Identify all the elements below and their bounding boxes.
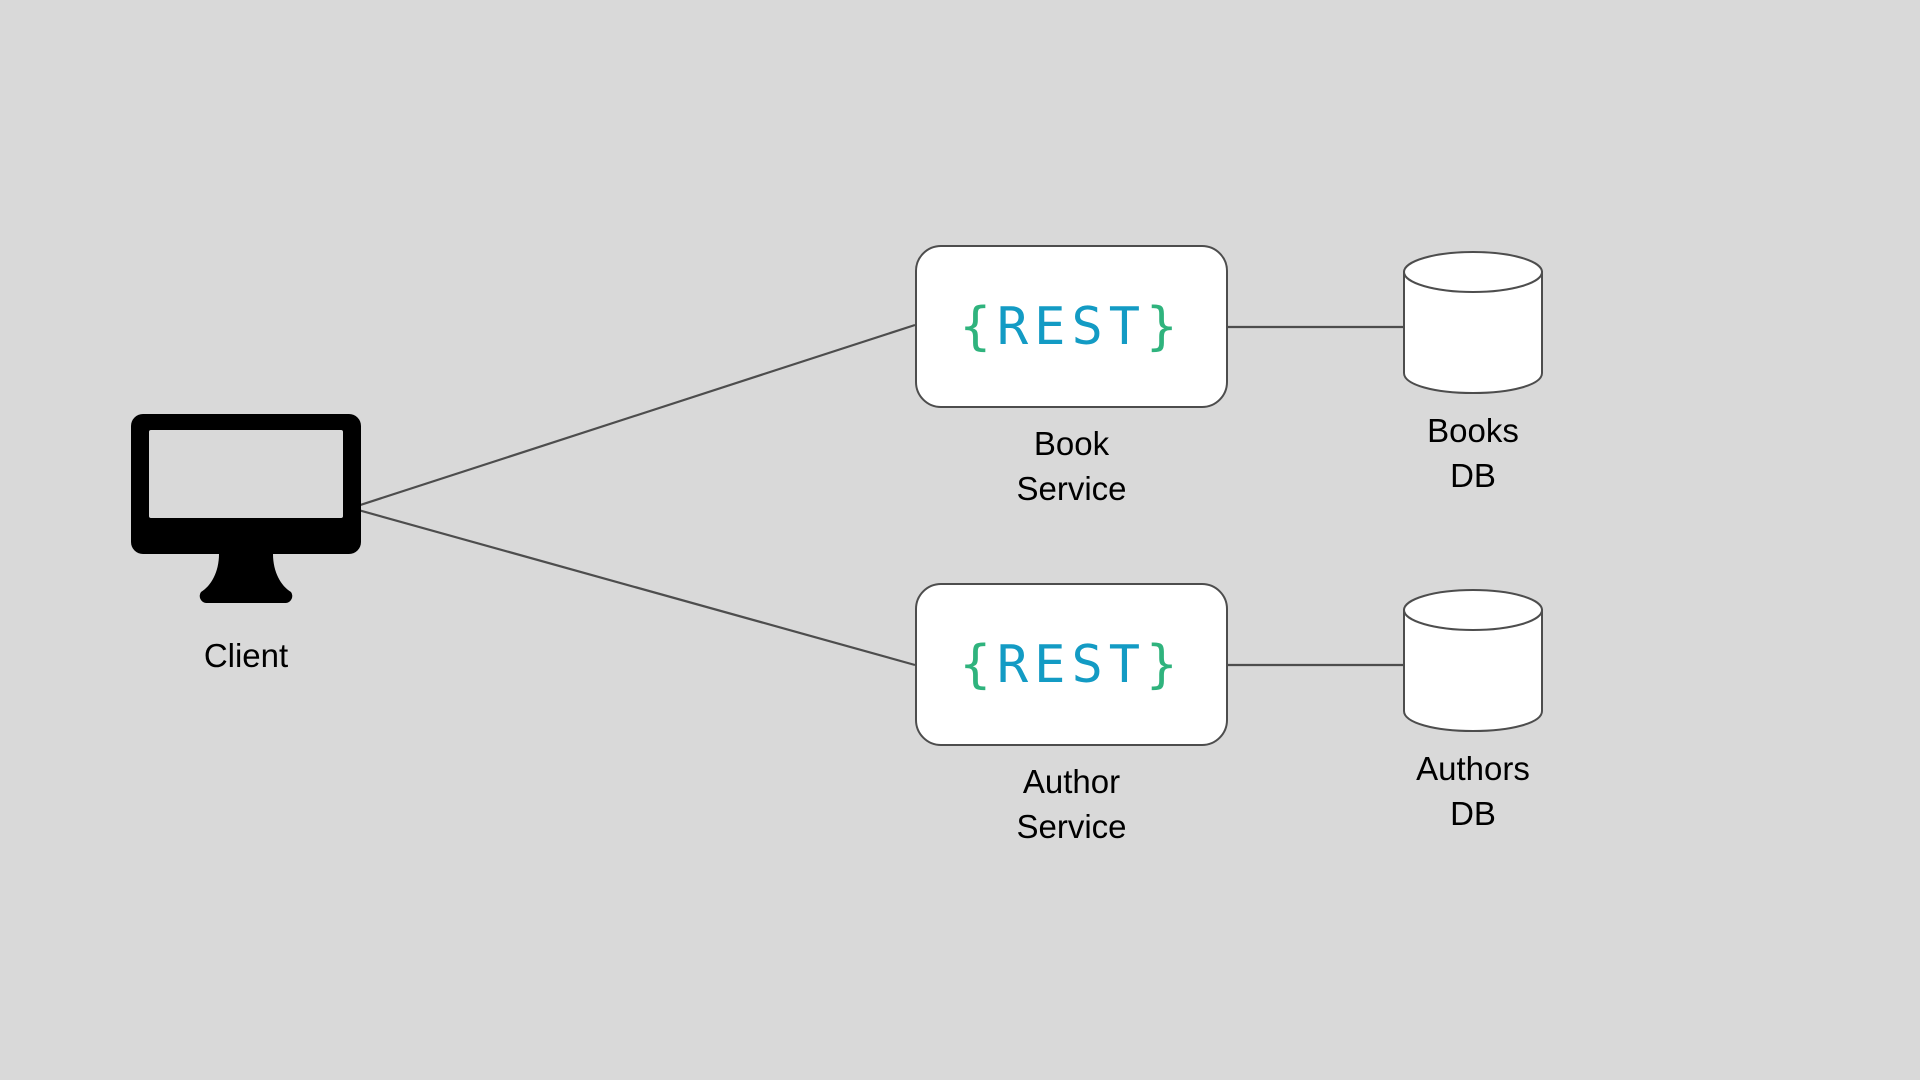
rest-right-brace: } [1146,296,1184,357]
node-book-service[interactable]: {REST} [915,245,1228,408]
rest-api-icon: {REST} [960,301,1184,353]
node-books-db[interactable] [1403,250,1543,395]
rest-left-brace: { [959,634,997,695]
desktop-monitor-icon [131,414,361,603]
book-service-label: Book Service [1016,425,1127,507]
books-db-label: Books DB [1427,412,1519,494]
rest-word: REST [996,296,1147,357]
edge-client-to-book-service [350,323,916,510]
node-authors-db[interactable] [1403,588,1543,733]
rest-api-icon: {REST} [960,639,1184,691]
edge-client-to-author-service [350,506,916,667]
database-cylinder-icon [1403,251,1543,395]
rest-right-brace: } [1146,634,1184,695]
rest-word: REST [996,634,1147,695]
rest-left-brace: { [959,296,997,357]
node-client[interactable] [131,414,361,604]
authors-db-label: Authors DB [1416,750,1530,832]
client-label: Client [203,637,289,674]
author-service-label: Author Service [1016,763,1127,845]
node-author-service[interactable]: {REST} [915,583,1228,746]
database-cylinder-icon [1403,589,1543,733]
